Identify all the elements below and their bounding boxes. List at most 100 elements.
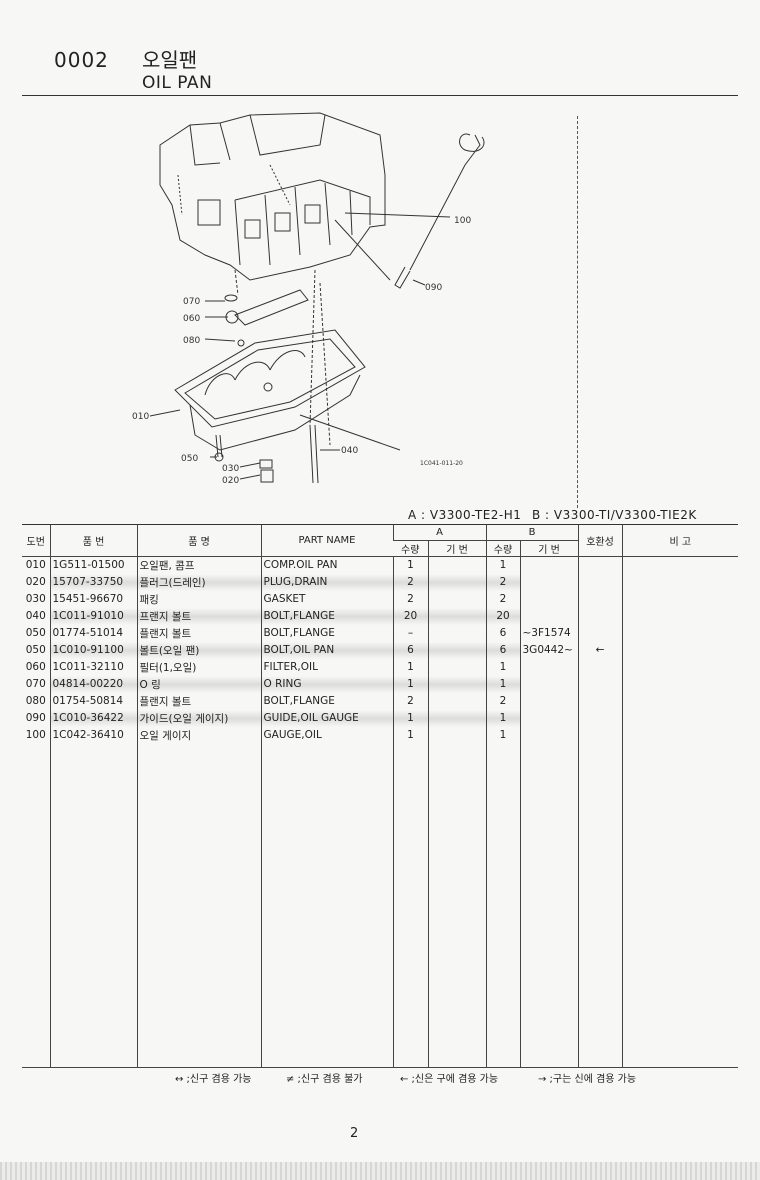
row-qty-b: 2 [485,573,520,591]
header-divider [22,95,738,96]
table-subheader-row: 수량 기 번 수량 기 번 [22,540,738,557]
row-name-en: FILTER,OIL [260,658,393,676]
row-name-ko: 플러그(드레인) [136,573,261,591]
model-a-label: A : V3300-TE2-H1 [408,508,522,522]
row-qty-b: 20 [485,607,520,625]
row-qty-b: 1 [485,556,520,574]
row-remarks [621,624,738,642]
scan-edge [0,1162,760,1180]
row-qty-a: 2 [392,573,428,591]
row-part-no: 04814-00220 [49,675,137,693]
row-serial-a [427,556,486,574]
row-name-ko: 필터(1,오일) [136,658,261,676]
row-ref: 050 [25,644,46,656]
model-b-label: B : V3300-TI/V3300-TIE2K [532,508,697,522]
row-qty-b: 1 [485,658,520,676]
row-ref: 080 [25,695,46,707]
row-qty-b: 6 [485,641,520,659]
row-name-en: COMP.OIL PAN [260,556,393,574]
row-remarks [621,590,738,608]
empty-cell [485,743,520,1068]
row-serial-b [519,675,578,693]
callout-030: 030 [222,464,239,474]
row-name-en: O RING [260,675,393,693]
row-ref: 020 [25,576,46,588]
row-name-en: BOLT,FLANGE [260,624,393,642]
row-name-en: BOLT,FLANGE [260,607,393,625]
row-part-no: 1G511-01500 [49,556,137,574]
row-qty-b: 1 [485,709,520,727]
col-ref-header: 도번 [22,524,50,557]
row-qty-b: 2 [485,590,520,608]
row-qty-b: 1 [485,726,520,744]
page-number: 2 [350,1126,359,1141]
row-compat [577,692,622,710]
callout-080: 080 [183,336,200,346]
row-compat [577,607,622,625]
row-serial-b [519,658,578,676]
row-qty-b: 2 [485,692,520,710]
col-serial-a-header: 기 번 [427,540,486,557]
row-serial-b [519,556,578,574]
col-compat-header: 호환성 [577,524,622,557]
oil-pan-drawing [174,329,366,428]
row-compat [577,624,622,642]
row-name-ko: O 링 [136,675,261,693]
row-ref: 010 [25,559,46,572]
row-remarks [621,556,738,574]
row-ref: 070 [25,678,46,690]
row-qty-a: 1 [392,556,428,574]
row-remarks [621,607,738,625]
row-qty-a: 20 [392,607,428,625]
row-serial-a [427,641,486,659]
callout-060: 060 [183,314,200,324]
row-qty-a: 1 [392,709,428,727]
row-qty-a: 1 [392,658,428,676]
empty-cell [621,743,738,1068]
section-code: 0002 [54,48,109,72]
row-ref: 100 [25,729,46,741]
row-qty-a: – [392,624,428,642]
row-name-ko: 오일 게이지 [136,726,261,744]
row-serial-a [427,692,486,710]
row-compat [577,573,622,591]
row-part-no: 01754-50814 [49,692,137,710]
row-name-ko: 플랜지 볼트 [136,692,261,710]
row-serial-b [519,573,578,591]
row-part-no: 1C011-91010 [49,607,137,625]
row-qty-a: 2 [392,692,428,710]
col-remarks-header: 비 고 [621,524,738,557]
row-qty-a: 1 [392,675,428,693]
engine-block-drawing [159,112,386,281]
row-serial-a [427,675,486,693]
row-name-en: BOLT,FLANGE [260,692,393,710]
row-name-en: GAUGE,OIL [260,726,393,744]
row-name-en: GUIDE,OIL GAUGE [260,709,393,727]
empty-cell [519,743,578,1068]
row-compat [577,709,622,727]
row-compat [577,658,622,676]
row-qty-a: 2 [392,590,428,608]
row-serial-a [427,607,486,625]
col-part-no-header: 품 번 [49,524,137,557]
row-remarks [621,675,738,693]
legend-new-fits-old: ← ;신은 구에 겸용 가능 [400,1074,499,1085]
col-serial-b-header: 기 번 [519,540,578,557]
callout-020: 020 [222,476,239,486]
row-name-en: BOLT,OIL PAN [260,641,393,659]
row-qty-b: 1 [485,675,520,693]
row-compat [577,590,622,608]
callout-100: 100 [454,216,471,226]
row-qty-a: 6 [392,641,428,659]
section-title-english: OIL PAN [142,73,213,93]
callout-070: 070 [183,297,200,307]
row-name-ko: 패킹 [136,590,261,608]
section-title-korean: 오일팬 [142,48,198,72]
row-serial-a [427,726,486,744]
table-empty-space [22,743,738,1068]
row-ref: 090 [25,712,46,724]
